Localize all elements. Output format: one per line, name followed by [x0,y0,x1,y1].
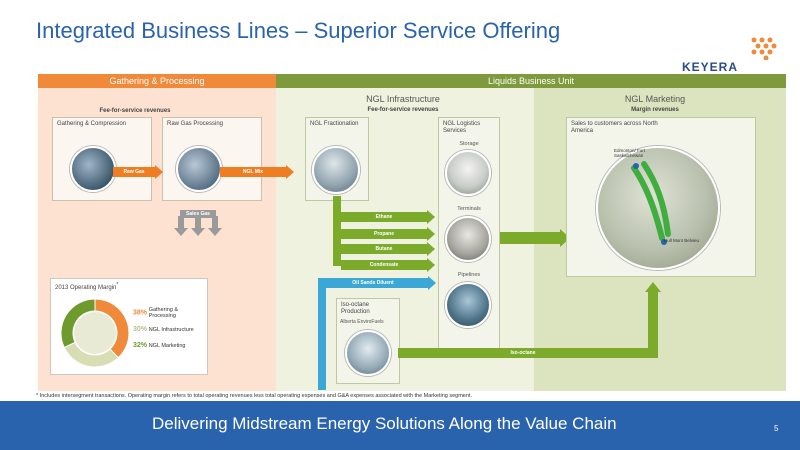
pie-slice-2 [60,298,96,349]
arrow-raw-gas: Raw Gas [113,167,155,177]
legend-ngl-marketing-pct: 32% [133,342,148,349]
arrow-condensate-head [427,258,435,272]
ngl-infrastructure-title: NGL Infrastructure [366,94,440,104]
arrow-oil-sands-diluent-head [428,276,436,290]
storage-label: Storage [459,141,479,147]
arrow-butane: Butane [341,244,427,254]
legend-ngl-marketing-label: NGL Marketing [148,343,186,349]
pipelines-label: Pipelines [457,272,481,278]
north-america-map [596,146,720,270]
arrow-ethane: Ethane [341,212,427,222]
legend-ngl-infrastructure-pct: 30% [133,326,148,333]
iso-octane-riser [648,290,658,358]
ngl-marketing-title: NGL Marketing [624,94,686,104]
band-gathering-processing: Gathering & Processing [38,74,276,88]
arrow-butane-head [427,242,435,256]
card-ngl-logistics-label: NGL Logistics Services [443,121,481,134]
photo-storage [445,150,491,196]
keyera-logo: KEYERA [682,36,782,78]
card-iso-octane-production: Iso-octane Production [336,298,400,384]
fractionation-output-stem [333,196,341,266]
terminals-label: Terminals [457,206,481,212]
sales-gas-arrows-icon [174,216,222,236]
footnote: * Includes intersegment transactions. Op… [36,393,472,399]
sales-gas-label: Sales Gas [180,210,216,218]
map-label-edmonton: Edmonton/ Fort Saskatchewan [614,148,646,158]
card-iso-octane-production-label: Iso-octane Production [341,302,370,315]
photo-raw-gas-processing [176,146,222,192]
operating-margin-title: 2013 Operating Margin* [55,282,118,291]
arrow-oil-sands-diluent: Oil Sands Diluent [318,278,428,288]
card-raw-gas-processing-label: Raw Gas Processing [167,121,224,127]
photo-pipelines [445,282,491,328]
legend-ngl-infrastructure-label: NGL Infrastructure [148,327,194,333]
legend-ngl-infrastructure: 30% NGL Infrastructure [133,326,194,333]
pie-center [74,312,116,354]
iso-octane-riser-head [645,282,661,292]
logo-text: KEYERA [682,60,739,74]
oil-sands-diluent-stem [318,285,326,390]
arrow-propane-head [427,227,435,241]
photo-ngl-fractionation [312,146,360,194]
card-ngl-marketing-label: Sales to customers across North America [571,121,658,134]
arrow-ethane-head [427,210,435,224]
arrow-iso-octane: Iso-octane [398,348,648,358]
ngl-infrastructure-revenue-label: Fee-for-service revenues [367,107,439,113]
card-gathering-compression-label: Gathering & Compression [57,121,127,127]
map-flow-icon [631,161,671,245]
arrow-ngl-mix-head [286,165,294,179]
photo-iso-octane [345,330,391,376]
legend-ngl-marketing: 32% NGL Marketing [133,342,185,349]
footer-text: Delivering Midstream Energy Solutions Al… [152,414,617,433]
arrow-logistics-to-marketing [500,232,560,244]
page-number: 5 [774,424,779,433]
legend-gathering: 38% Gathering & Processing [133,307,201,319]
operating-margin-pie-chart [60,298,130,368]
ngl-marketing-revenue-label: Margin revenues [631,107,679,113]
alberta-envirofuels-label: Alberta EnviroFuels [340,319,384,325]
footer-bar [0,401,800,450]
arrow-raw-gas-head [155,165,163,179]
band-liquids-business-unit: Liquids Business Unit [276,74,786,88]
gp-revenue-label: Fee-for-service revenues [99,108,171,114]
operating-margin-box: 2013 Operating Margin* 38% Gathering & P… [50,278,208,375]
photo-gathering-compression [70,146,116,192]
legend-gathering-label: Gathering & Processing [148,307,179,319]
photo-terminals [445,216,491,262]
slide-title: Integrated Business Lines – Superior Ser… [36,18,561,43]
legend-gathering-pct: 38% [133,309,148,317]
operating-margin-title-text: 2013 Operating Margin [55,285,117,291]
arrow-condensate: Condensate [341,260,427,270]
arrow-ngl-mix: NGL Mix [220,167,286,177]
logo-mark-icon [751,37,777,60]
card-ngl-fractionation-label: NGL Fractionation [310,121,359,127]
arrow-propane: Propane [341,229,427,239]
operating-margin-footnote-mark: * [116,282,119,288]
map-label-hull: Hull Mont Belvieu [664,238,700,243]
arrow-logistics-to-marketing-head [560,229,570,247]
